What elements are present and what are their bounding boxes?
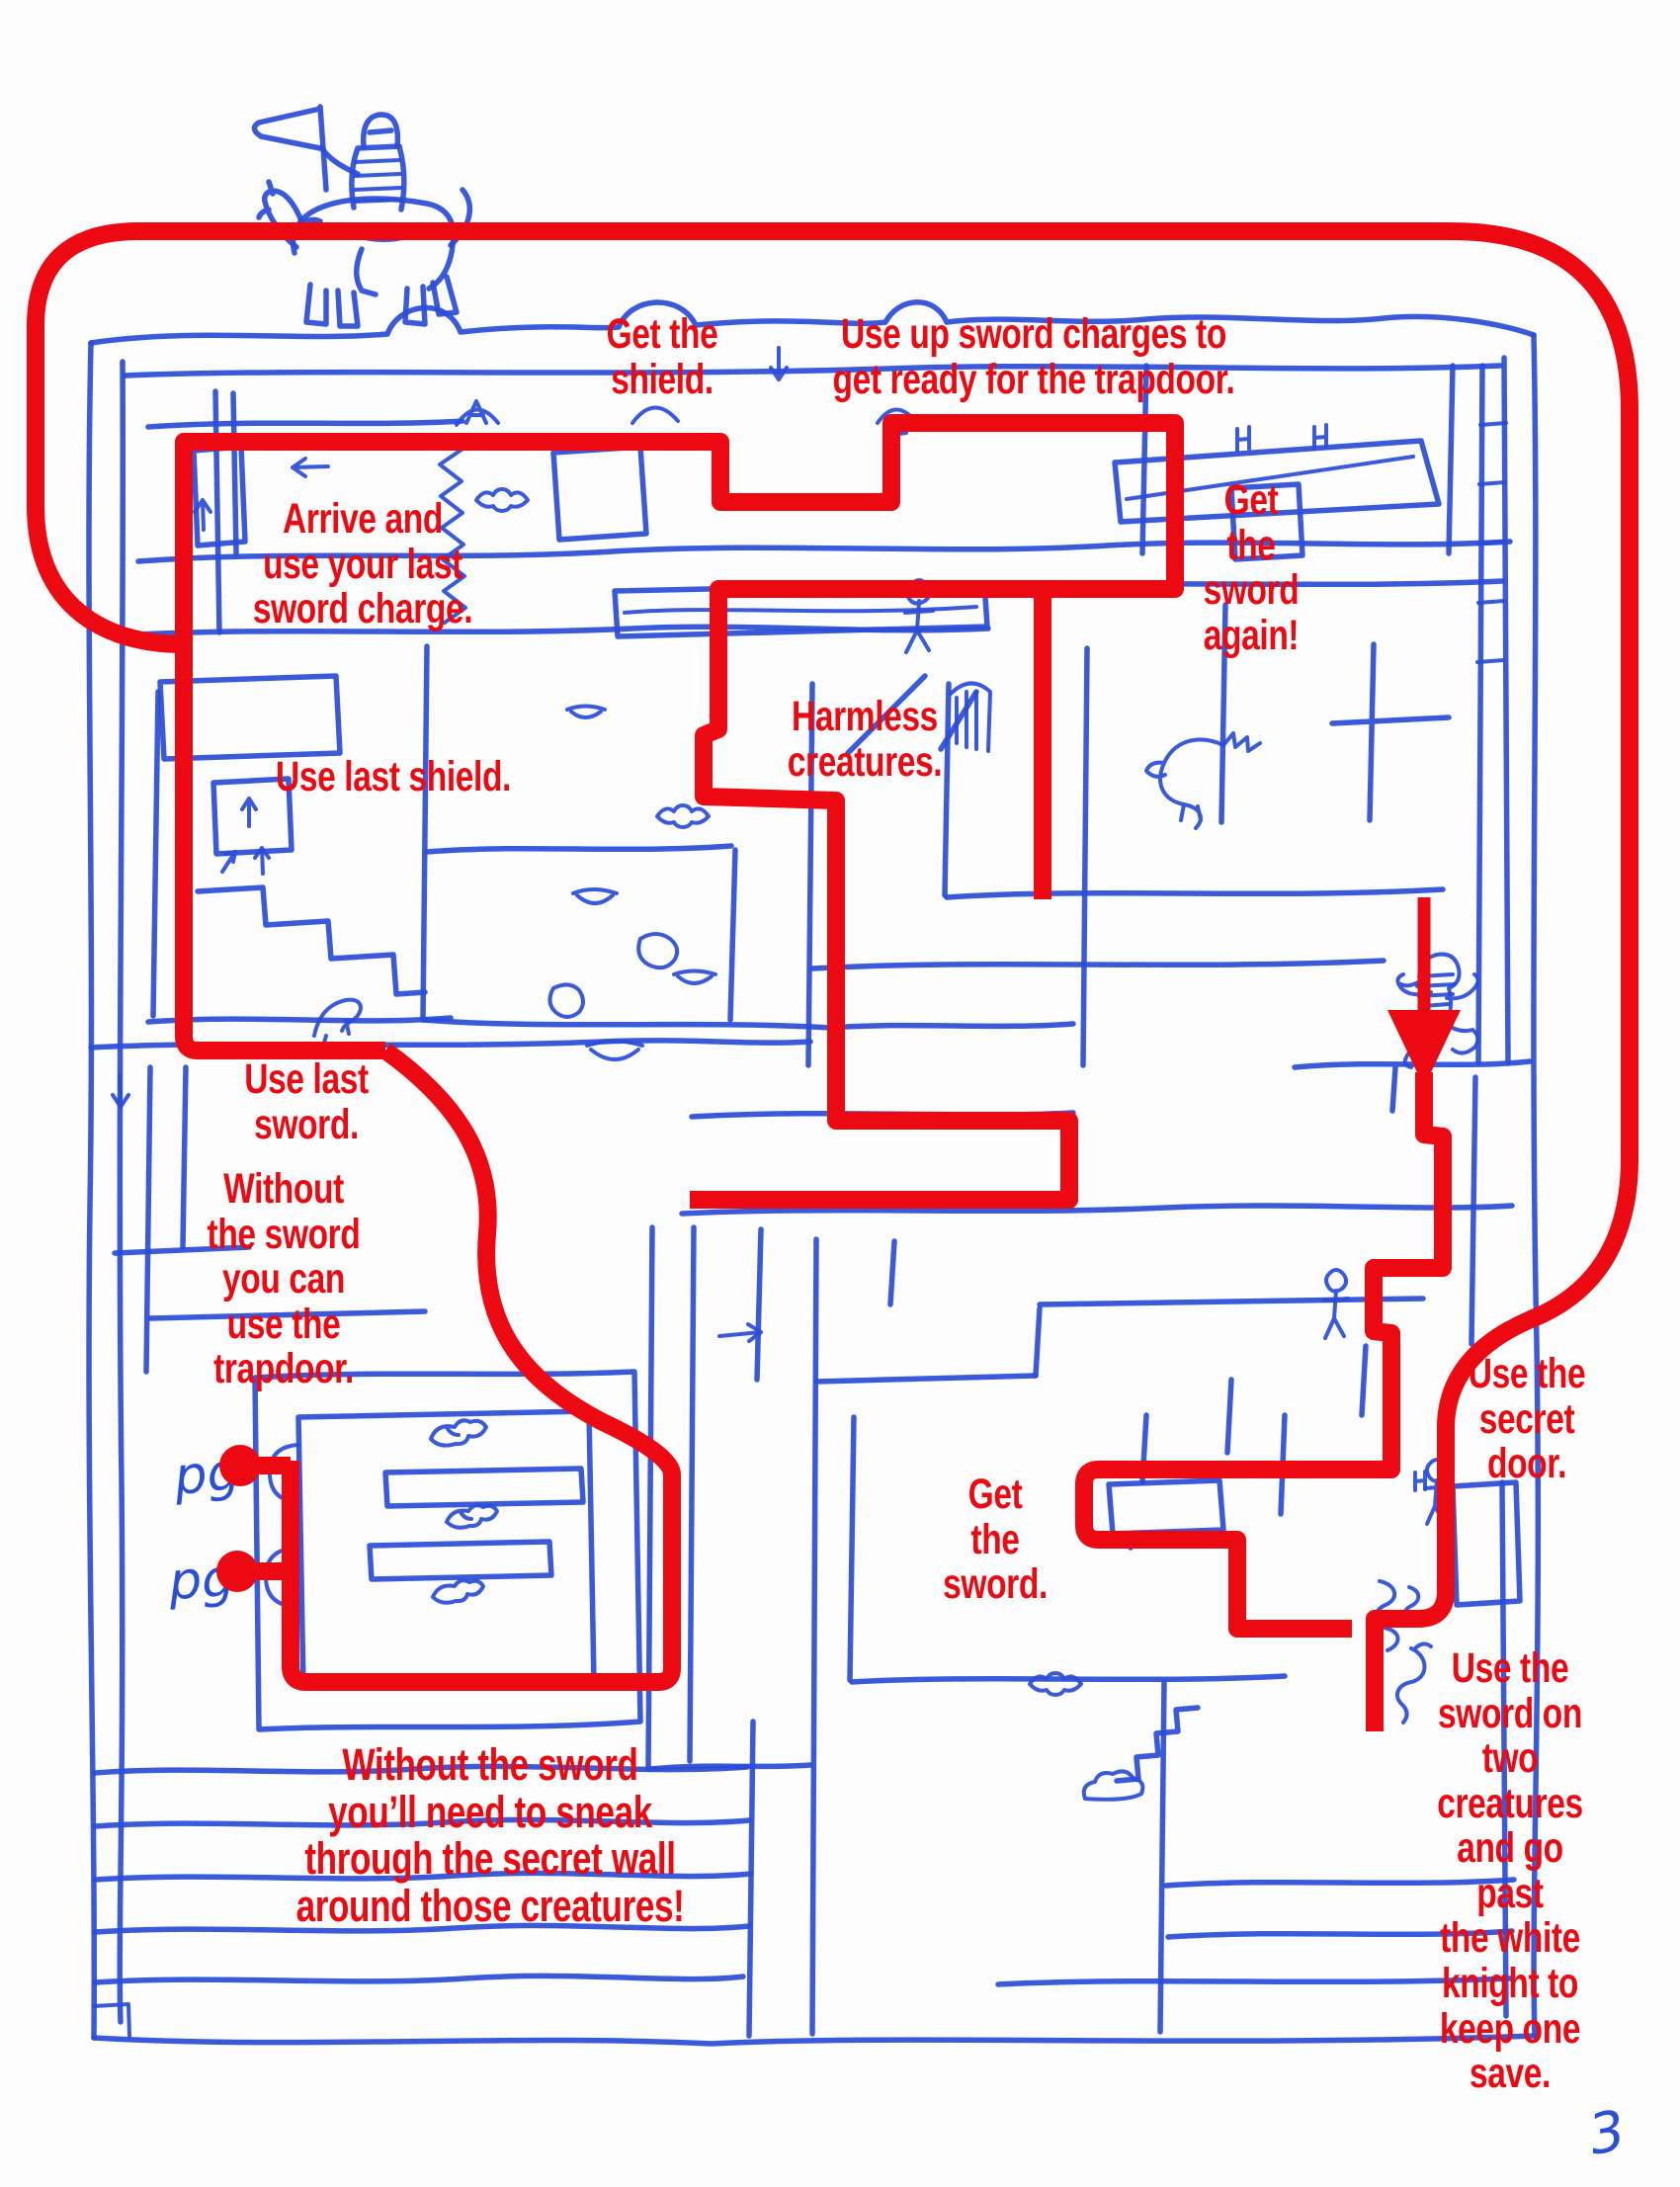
annotation-text: Without the sword you can use the trapdo… [207, 1165, 361, 1393]
annotation-text: Harmless creatures. [787, 693, 943, 786]
annotation-text: Use the secret door. [1468, 1350, 1586, 1488]
bat-icon [655, 803, 711, 829]
knight-flag-icon [251, 104, 329, 193]
up-arrow-icon [193, 498, 212, 532]
route-outer-loop [27, 222, 1638, 1731]
annotation-sword-two-creatures: Use the sword on two creatures and go pa… [1416, 1644, 1603, 2098]
white-knight-icon [251, 104, 472, 329]
pot-icon [636, 932, 680, 970]
annotation-get-sword-again: Get the sword again! [1190, 476, 1312, 659]
arrow-doodles [220, 797, 271, 876]
trapdoor-room [252, 1369, 643, 1732]
maze-border-top [88, 299, 1537, 346]
dragon-icon [1144, 731, 1262, 830]
annotation-without-sword-sneak: Without the sword you’ll need to sneak t… [241, 1741, 739, 1930]
dove-icon [429, 1418, 488, 1448]
annotation-text: Get the sword. [943, 1471, 1048, 1609]
annotation-harmless-creatures: Harmless creatures. [766, 693, 965, 786]
route-trapdoor-curve [282, 1043, 681, 1691]
annotation-text: Without the sword you’ll need to sneak t… [295, 1739, 685, 1932]
jug-icon [547, 982, 585, 1019]
bat-icon [1028, 1671, 1083, 1697]
door-arch-icon [630, 405, 680, 425]
down-arrow-icon [769, 346, 789, 381]
running-man-icon [1395, 952, 1480, 1069]
door-arch-icon [455, 399, 500, 427]
stairs-icon [1114, 1705, 1201, 1784]
down-arrow-icon [111, 1073, 130, 1109]
annotation-arrive-last-charge: Arrive and use your last sword charge. [221, 495, 503, 633]
cloud-icon [1081, 1769, 1145, 1802]
left-arrow-icon [291, 457, 330, 478]
annotation-use-last-shield: Use last shield. [242, 753, 544, 800]
trapdoor-dot-icon [216, 1551, 258, 1592]
annotation-text: Use last shield. [276, 753, 511, 800]
figure-icon [903, 578, 935, 654]
dove-icon [431, 1578, 485, 1605]
maze-border-right [1531, 332, 1542, 2039]
annotation-get-shield: Get the shield. [591, 310, 734, 403]
annotation-use-up-charges: Use up sword charges to get ready for th… [776, 310, 1292, 403]
maze-border-left [86, 340, 98, 2041]
entry-down-arrow-icon [1387, 1010, 1461, 1087]
annotation-text: Get the sword again! [1203, 476, 1300, 659]
seahorse-icon [1394, 1641, 1433, 1724]
annotation-text: Use the sword on two creatures and go pa… [1437, 1644, 1583, 2098]
annotation-text: Use up sword charges to get ready for th… [832, 310, 1235, 403]
hooded-figure-icon [949, 681, 992, 753]
right-arrow-icon [717, 1322, 763, 1343]
bowl-icon [672, 968, 717, 985]
route-overlay [27, 222, 1638, 1731]
annotation-use-last-sword: Use last sword. [227, 1055, 386, 1148]
annotation-text: Get the shield. [606, 310, 718, 403]
route-topleft-maze [175, 414, 1184, 1209]
bowl-icon [571, 887, 619, 905]
annotation-use-secret-door: Use the secret door. [1452, 1350, 1602, 1488]
route-lowerright-maze [1075, 1072, 1452, 1638]
bowl-icon [565, 704, 607, 719]
annotation-get-the-sword: Get the sword. [928, 1472, 1062, 1608]
dove-icon [445, 1503, 499, 1530]
trapdoor-dot-icon [219, 1445, 261, 1486]
page-number: 3 [1584, 2099, 1630, 2168]
annotation-text: Use last sword. [244, 1055, 369, 1148]
figure-icon [1322, 1268, 1350, 1340]
annotation-without-sword-trapdoor: Without the sword you can use the trapdo… [186, 1165, 382, 1393]
annotation-text: Arrive and use your last sword charge. [252, 495, 473, 633]
maze-border-bottom [91, 2033, 1538, 2047]
bat-icon [474, 487, 530, 513]
